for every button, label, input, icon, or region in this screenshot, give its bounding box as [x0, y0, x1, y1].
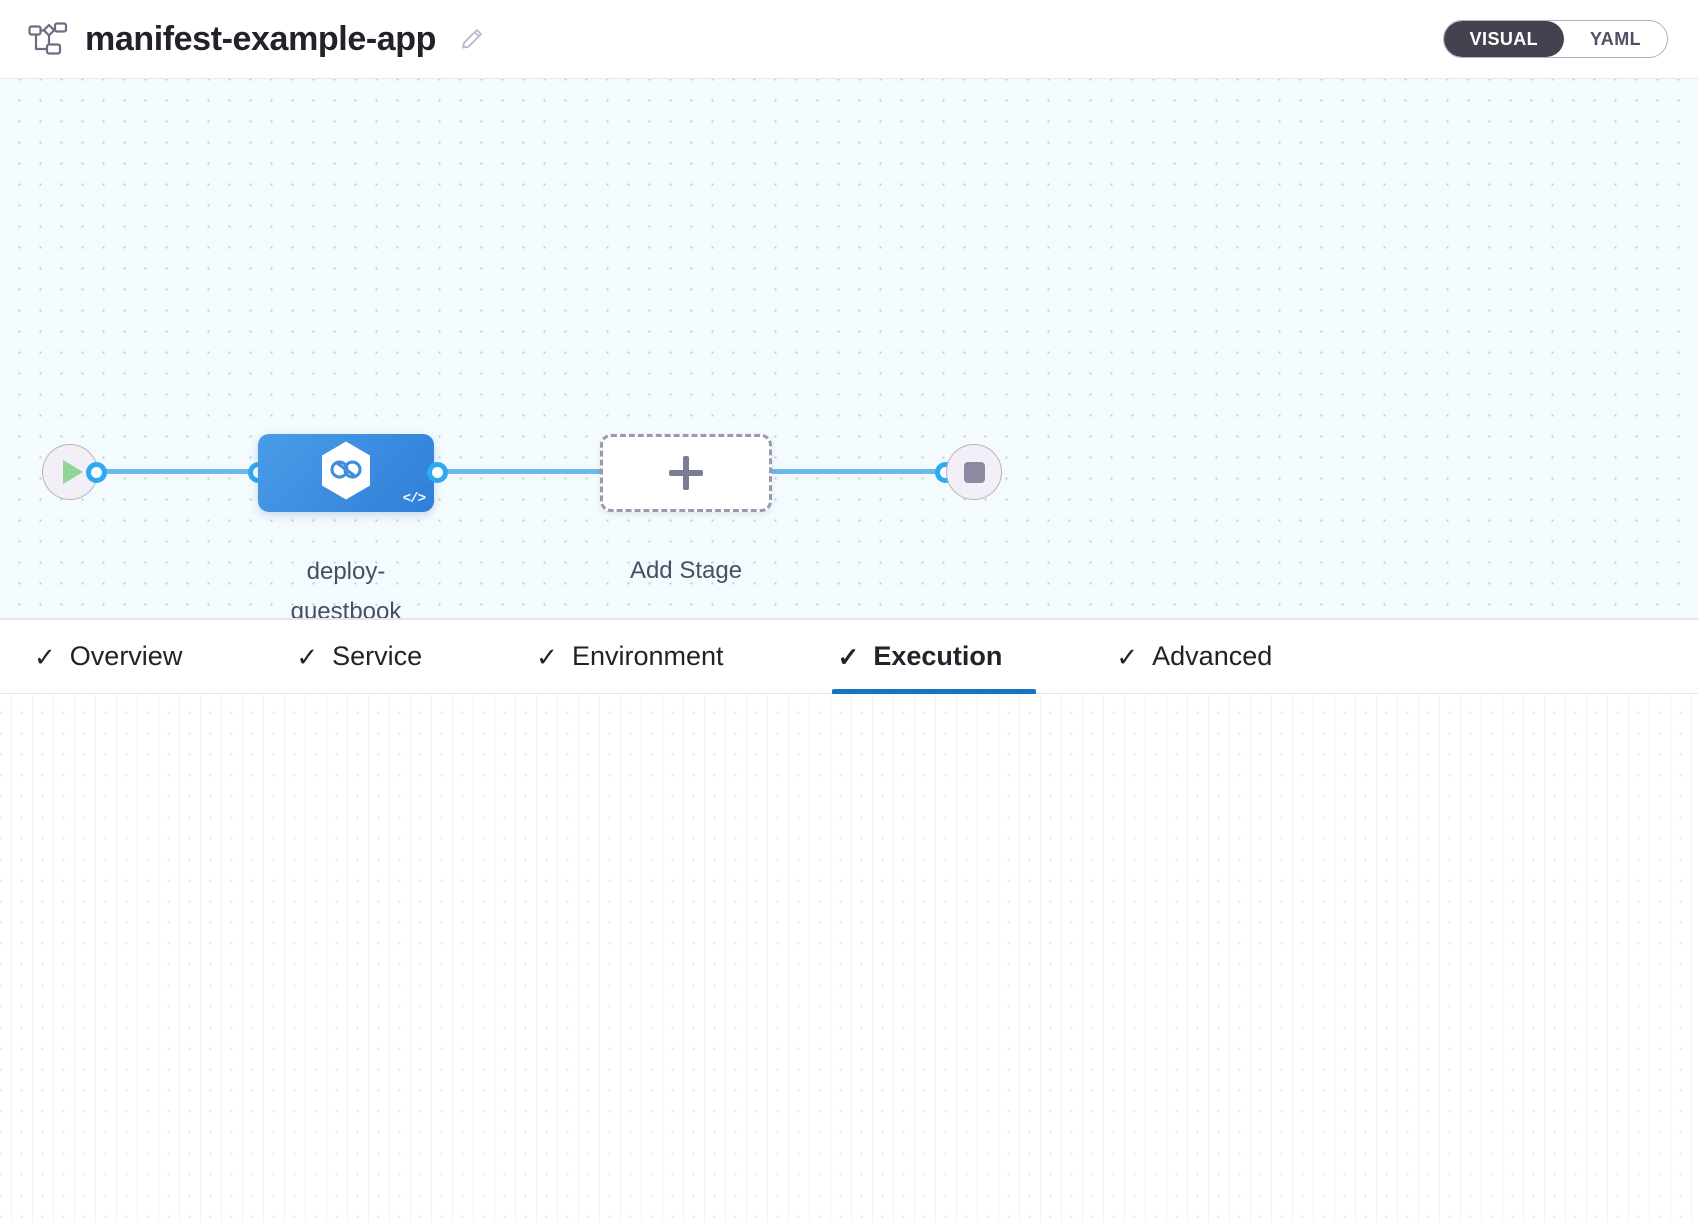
tab-execution[interactable]: ✓ Execution	[831, 620, 1037, 694]
pipeline-start-node[interactable]	[42, 444, 98, 500]
check-icon: ✓	[296, 641, 319, 672]
port-start-out[interactable]	[86, 462, 107, 483]
tab-service[interactable]: ✓ Service	[290, 620, 456, 693]
tab-advanced[interactable]: ✓ Advanced	[1110, 620, 1306, 693]
plus-icon	[669, 456, 703, 490]
tab-environment[interactable]: ✓ Environment	[530, 620, 757, 693]
edge-stage-to-addstage	[428, 469, 603, 474]
check-icon: ✓	[837, 641, 860, 672]
stage-code-badge[interactable]: </>	[402, 491, 426, 507]
stage-graph-canvas[interactable]: </> deploy- guestbook Add Stage	[0, 79, 1698, 619]
harness-hexagon-icon	[322, 441, 370, 500]
toggle-yaml[interactable]: YAML	[1590, 28, 1641, 49]
edge-start-to-stage	[95, 469, 285, 474]
toggle-visual[interactable]: VISUAL	[1443, 21, 1565, 57]
tab-overview[interactable]: ✓ Overview	[28, 620, 216, 693]
view-mode-toggle[interactable]: VISUAL YAML	[1442, 20, 1668, 58]
execution-graph-canvas[interactable]: HarnessApprov al_1 </> K8sCanaryDepl oy_…	[0, 693, 1698, 1222]
tab-service-label: Service	[332, 641, 423, 671]
check-icon: ✓	[1116, 641, 1139, 672]
stage-config-tabs[interactable]: ✓ Overview ✓ Service ✓ Environment ✓ Exe…	[0, 619, 1698, 694]
stage-node-deploy-guestbook[interactable]: </>	[258, 434, 434, 512]
page-header: manifest-example-app VISUAL YAML	[0, 0, 1698, 79]
play-icon	[63, 460, 83, 484]
tab-execution-label: Execution	[873, 641, 1003, 671]
stage-node-label: deploy- guestbook	[228, 552, 464, 619]
tab-overview-label: Overview	[69, 641, 183, 671]
add-stage-button[interactable]	[600, 434, 772, 512]
stop-icon	[963, 461, 985, 483]
add-stage-label: Add Stage	[629, 557, 743, 584]
tab-environment-label: Environment	[571, 641, 724, 671]
port-stage-out[interactable]	[427, 462, 448, 483]
stage-label-line1: deploy-	[306, 558, 386, 585]
pipeline-icon	[28, 22, 68, 55]
pencil-edit-icon[interactable]	[459, 26, 485, 52]
edge-addstage-to-end	[768, 469, 948, 474]
header-left: manifest-example-app	[28, 20, 1443, 59]
page-title: manifest-example-app	[85, 19, 436, 58]
check-icon: ✓	[34, 641, 56, 672]
tab-advanced-label: Advanced	[1152, 641, 1273, 671]
check-icon: ✓	[536, 641, 558, 672]
pipeline-end-node[interactable]	[946, 444, 1002, 500]
stage-label-line2: guestbook	[290, 597, 402, 619]
